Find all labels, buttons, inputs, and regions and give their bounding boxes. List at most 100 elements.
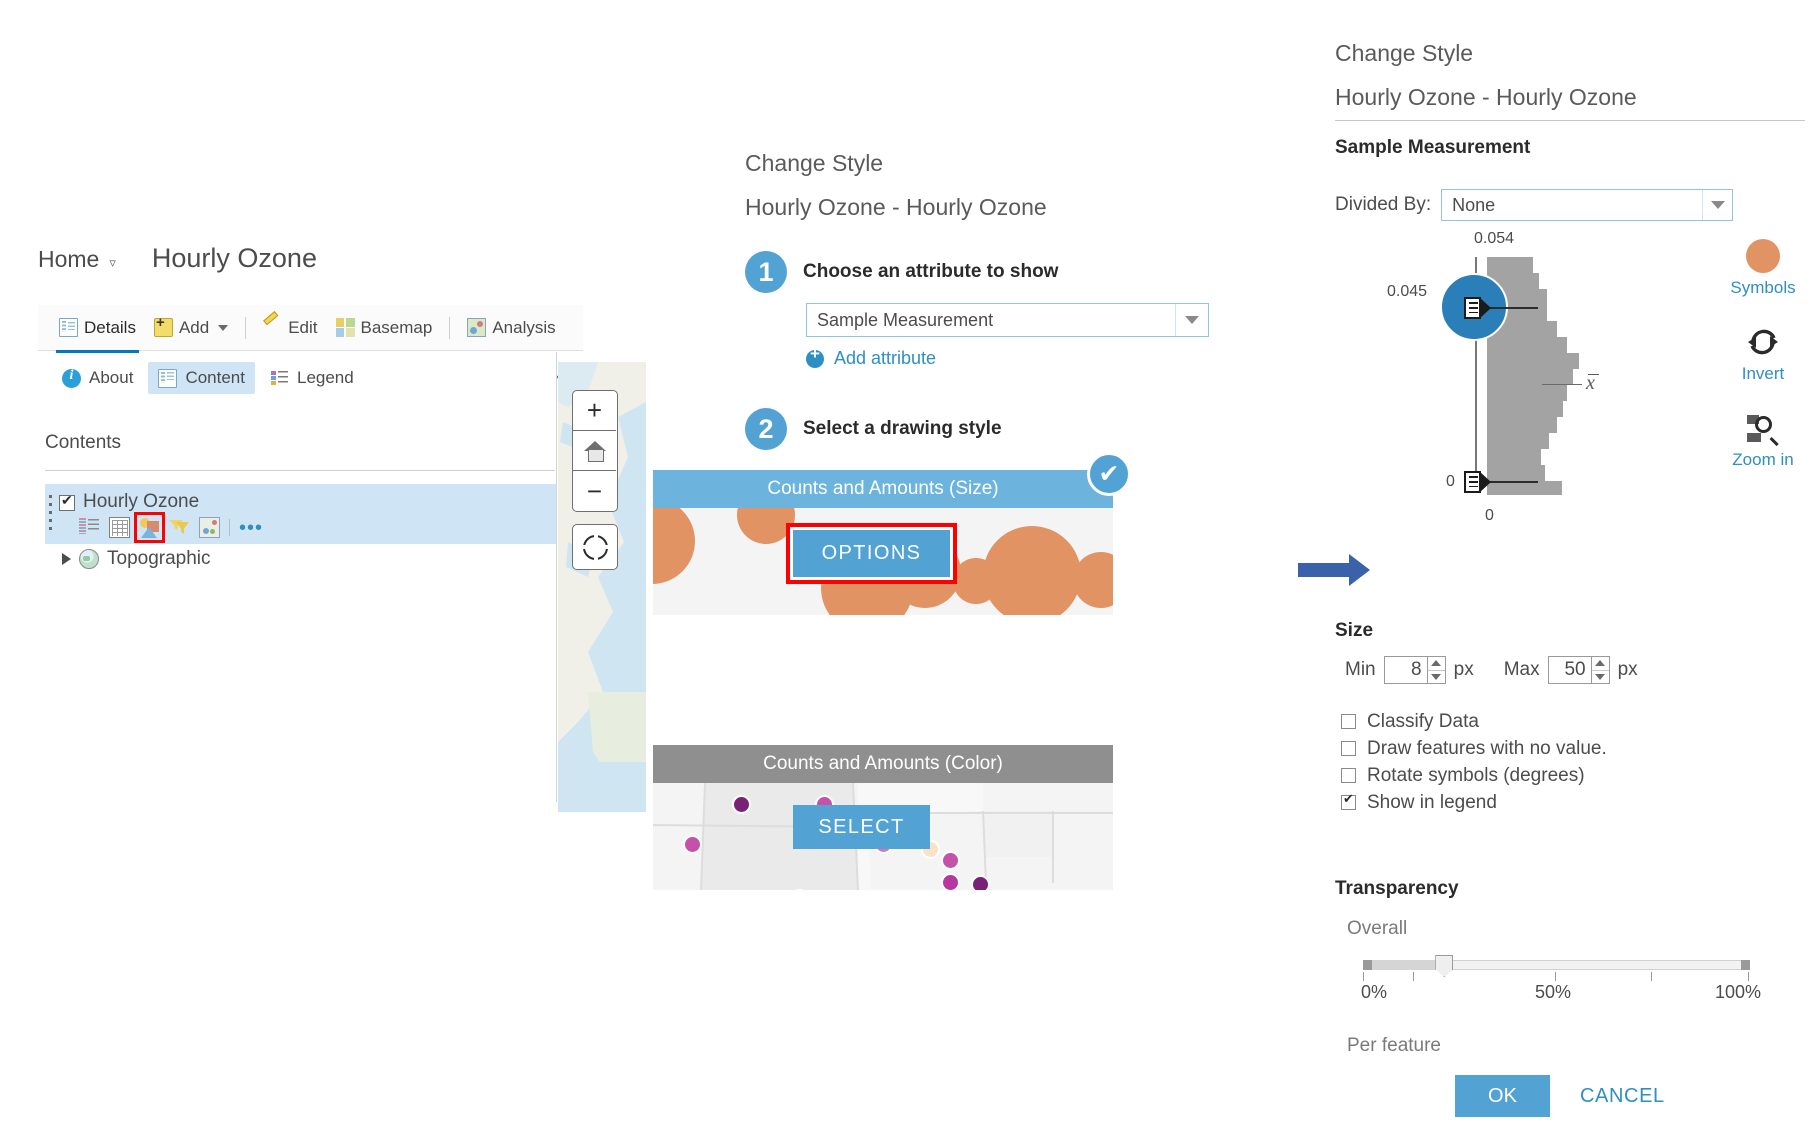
map-view[interactable]: + − [558,362,646,812]
attribute-select-dropdown[interactable] [1175,304,1208,336]
chevron-down-icon[interactable] [218,324,229,331]
toolbar-item-details[interactable]: Details [52,314,143,353]
divided-by-select[interactable]: None [1441,189,1734,221]
select-button[interactable]: SELECT [793,805,930,849]
options-panel-subtitle: Hourly Ozone - Hourly Ozone [1335,84,1637,110]
style-card-counts-size[interactable]: Counts and Amounts (Size) OPTIONS ✔ [653,452,1131,615]
symbols-tool[interactable]: Symbols [1713,238,1813,298]
max-size-increment[interactable] [1591,657,1609,671]
details-icon [59,318,78,337]
drag-handle-icon[interactable] [49,495,52,533]
change-style-subtitle: Hourly Ozone - Hourly Ozone [745,194,1047,220]
checkbox-row-rotate-symbols[interactable]: Rotate symbols (degrees) [1341,762,1607,789]
max-handle-label: 0.045 [1387,283,1428,300]
cancel-button[interactable]: CANCEL [1580,1084,1665,1107]
filter-icon[interactable] [169,517,190,538]
options-button[interactable]: OPTIONS [793,530,950,577]
max-size-stepper[interactable]: 50 [1547,656,1610,684]
rotate-symbols-label: Rotate symbols (degrees) [1367,764,1585,786]
icon-divider [229,519,230,536]
min-size-increment[interactable] [1427,657,1445,671]
layer-row-hourly-ozone[interactable]: Hourly Ozone ••• [45,484,556,544]
home-button[interactable] [573,431,616,471]
preview-dot [732,795,751,814]
main-toolbar: Details Add Edit Basemap Analysis [38,305,583,353]
histogram-bar [1487,321,1557,337]
details-subtabs: About Content Legend [38,352,583,404]
divided-by-value: None [1452,194,1496,215]
options-panel-title: Change Style [1335,40,1474,66]
layer-action-icons: ••• [79,512,264,543]
toolbar-item-analysis[interactable]: Analysis [460,314,562,342]
max-size-value[interactable]: 50 [1564,659,1586,680]
checkbox-row-show-in-legend[interactable]: Show in legend [1341,789,1607,816]
toolbar-label-analysis: Analysis [492,317,556,337]
preview-dot [941,851,960,870]
divided-by-dropdown[interactable] [1702,190,1732,220]
options-section-title: Sample Measurement [1335,137,1531,158]
transparency-overall-label: Overall [1347,918,1408,939]
checkbox-row-classify-data[interactable]: Classify Data [1341,708,1607,735]
globe-icon [79,549,99,569]
basemap-icon [335,318,355,337]
layer-row-topographic[interactable]: Topographic [62,548,211,570]
toolbar-item-edit[interactable]: Edit [256,314,324,342]
table-icon[interactable] [109,517,130,538]
histogram-bar [1487,337,1567,353]
configure-popup-icon[interactable] [199,517,220,538]
more-options-icon[interactable]: ••• [239,516,264,539]
panel-divider [556,352,557,802]
chevron-down-icon [1431,673,1442,680]
chevron-down-icon[interactable]: ▿ [109,255,116,270]
invert-icon [1748,329,1778,355]
style-options-panel: Change Style Hourly Ozone - Hourly Ozone… [1335,0,1815,1125]
attribute-select[interactable]: Sample Measurement [806,303,1209,337]
tab-legend[interactable]: Legend [260,362,364,394]
min-size-decrement[interactable] [1428,671,1445,684]
tab-content[interactable]: Content [148,362,255,394]
webmap-left-panel: Home ▿ Hourly Ozone Details Add Edit Bas… [0,0,680,1125]
invert-tool[interactable]: Invert [1713,324,1813,384]
show-in-legend-checkbox[interactable] [1341,791,1356,810]
change-style-highlight [134,512,165,543]
style-card-size-title: Counts and Amounts (Size) [653,470,1113,508]
max-size-decrement[interactable] [1592,671,1609,684]
min-size-value[interactable]: 8 [1411,659,1422,680]
locate-button[interactable] [572,524,618,570]
toolbar-item-basemap[interactable]: Basemap [329,314,440,342]
transparency-slider[interactable]: 0% 50% 100% [1361,955,1761,1002]
rotate-symbols-checkbox[interactable] [1341,768,1356,783]
breadcrumb-home-link[interactable]: Home [38,246,100,272]
max-slider-handle[interactable] [1464,297,1491,319]
zoom-out-button[interactable]: − [586,475,603,506]
ok-button[interactable]: OK [1455,1075,1550,1117]
style-card-counts-color[interactable]: Counts and Amounts (Color) [653,745,1113,890]
max-size-label: Max [1503,659,1540,680]
min-size-stepper[interactable]: 8 [1383,656,1446,684]
histogram-bar [1487,433,1549,449]
histogram-slider[interactable]: 0.054 0 0.045 0 x [1387,230,1680,530]
content-icon [158,368,178,388]
layer-visibility-checkbox[interactable] [59,492,75,511]
zoom-in-tool[interactable]: Zoom in [1713,410,1813,470]
tab-about[interactable]: About [52,362,143,394]
transparency-fill [1363,960,1445,970]
draw-no-value-checkbox[interactable] [1341,741,1356,756]
draw-no-value-label: Draw features with no value. [1367,737,1607,759]
toolbar-item-add[interactable]: Add [147,314,235,342]
change-style-icon[interactable] [134,512,165,543]
transparency-thumb[interactable] [1435,955,1454,977]
show-table-icon[interactable] [79,517,100,538]
chevron-down-icon [1710,201,1725,209]
zoom-in-button[interactable]: + [573,391,616,431]
tab-label-legend: Legend [296,368,354,387]
min-handle-line [1476,481,1538,483]
classify-data-checkbox[interactable] [1341,714,1356,729]
chevron-right-icon[interactable] [62,553,71,565]
step-2: 2 Select a drawing style [745,408,1002,450]
add-attribute-button[interactable]: Add attribute [806,345,936,369]
min-slider-handle[interactable] [1464,471,1491,493]
checkbox-row-draw-no-value[interactable]: Draw features with no value. [1341,735,1607,762]
transparency-cap-left [1363,960,1372,970]
step-2-label: Select a drawing style [803,418,1002,439]
